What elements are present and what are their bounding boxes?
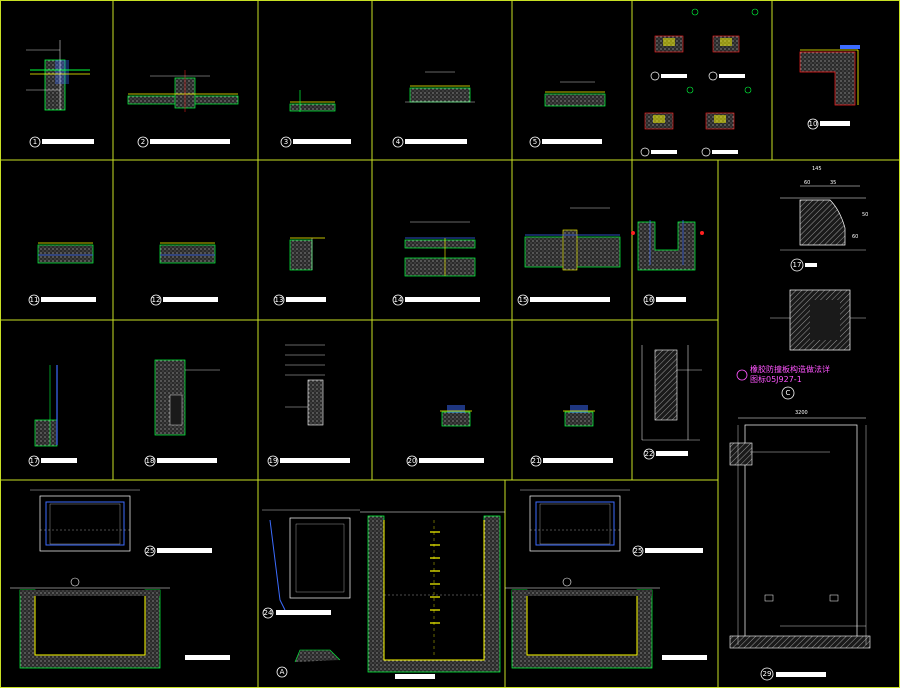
pit-plan-2: 24 A [262,509,360,678]
detail-18: 18 [144,359,220,467]
detail-10: 10 [799,45,860,130]
svg-text:A: A [280,668,285,676]
svg-text:21: 21 [532,457,541,465]
pit-plan-3: 25 [520,489,703,557]
detail-4: 4 [392,71,475,148]
svg-text:25: 25 [634,547,643,555]
detail-5: 5 [529,81,606,148]
svg-text:1: 1 [33,138,37,146]
detail-14: 14 [392,221,480,306]
svg-text:19: 19 [269,457,278,465]
magenta-note-line2: 图标05J927-1 [750,374,802,384]
dim-60b: 60 [852,234,858,240]
detail-22: 22 [641,345,702,460]
svg-text:14: 14 [394,296,403,304]
dim-50: 50 [862,212,868,218]
detail-20: 20 [406,405,484,467]
detail-6-9 [640,8,759,157]
detail-13: 13 [273,237,326,306]
svg-text:10: 10 [809,120,818,128]
svg-text:24: 24 [264,609,273,617]
dim-145: 145 [812,166,822,172]
svg-text:16: 16 [645,296,654,304]
svg-text:22: 22 [645,450,654,458]
detail-19: 19 [267,344,350,467]
detail-1: 1 [26,40,94,148]
detail-11: 11 [28,242,96,306]
svg-text:17: 17 [793,261,802,269]
svg-text:25: 25 [146,547,155,555]
svg-text:11: 11 [30,296,39,304]
svg-text:20: 20 [408,457,417,465]
detail-3: 3 [280,90,351,148]
svg-text:4: 4 [396,138,401,146]
pit-section-2 [360,511,505,679]
detail-2: 2 [127,70,239,148]
pit-section-3 [505,577,707,669]
svg-text:17: 17 [30,457,39,465]
svg-text:2: 2 [141,138,145,146]
dim-35: 35 [830,180,836,186]
svg-text:18: 18 [146,457,155,465]
svg-text:C: C [786,389,791,397]
pit-plan-1: 25 [30,489,212,557]
svg-text:29: 29 [763,670,772,678]
detail-17: 145 60 35 50 60 17 橡胶防撞板构造做法详 图标05J927-1… [736,166,868,400]
svg-text:13: 13 [275,296,284,304]
svg-text:3: 3 [284,138,288,146]
detail-29: 3200 29 [729,410,871,681]
detail-15: 15 [517,207,621,306]
pit-section-1 [10,577,230,669]
magenta-note-line1: 橡胶防撞板构造做法详 [750,364,830,374]
detail-12: 12 [150,242,218,306]
svg-text:15: 15 [519,296,528,304]
dim-3200: 3200 [795,410,808,416]
svg-text:5: 5 [533,138,537,146]
detail-21: 21 [530,405,613,467]
detail-16: 16 [631,220,704,306]
dim-60: 60 [804,180,810,186]
svg-text:12: 12 [152,296,161,304]
detail-17-wall: 17 [28,365,77,467]
